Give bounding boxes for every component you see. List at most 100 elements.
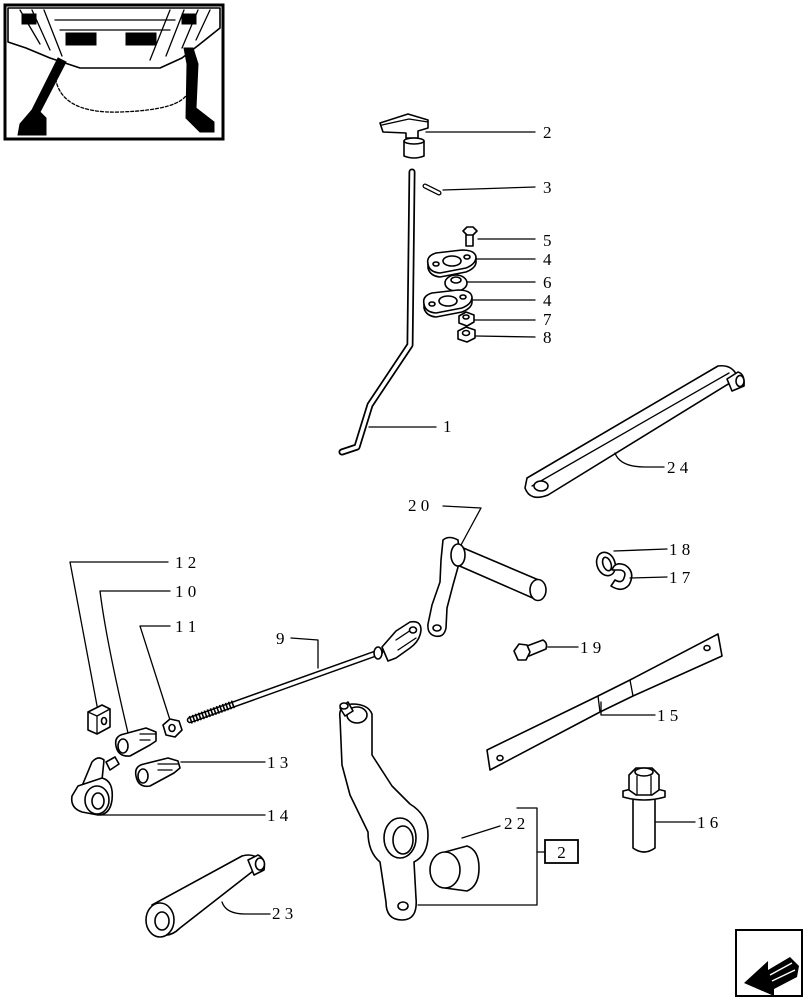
reference-box bbox=[544, 839, 579, 864]
handle-grip-edge bbox=[381, 118, 429, 126]
leader-24 bbox=[614, 452, 665, 468]
callout-1: 1 bbox=[443, 417, 452, 436]
part-bolt-19 bbox=[513, 639, 548, 661]
main-lever-bottom-hole bbox=[397, 901, 409, 911]
leader-10 bbox=[99, 590, 171, 734]
thumbnail-pedal-right bbox=[183, 47, 215, 133]
callout-7: 7 bbox=[543, 310, 552, 329]
callout-14: 1 4 bbox=[267, 806, 289, 825]
main-lever-bore bbox=[392, 825, 414, 855]
part-washer-small bbox=[444, 274, 468, 292]
nut-11-hole bbox=[168, 723, 176, 733]
arm-pin-end bbox=[254, 857, 266, 871]
part-clip-17 bbox=[610, 563, 633, 591]
callout-13: 1 3 bbox=[267, 753, 288, 772]
leader-9 bbox=[290, 637, 319, 669]
stud-shank bbox=[632, 797, 656, 853]
part-bushing bbox=[429, 845, 480, 892]
flange-lower-hole-left bbox=[428, 301, 436, 307]
callout-5: 5 bbox=[543, 231, 552, 250]
clip-17-body bbox=[610, 563, 633, 591]
part-pin bbox=[422, 183, 442, 196]
next-page-arrow-icon[interactable] bbox=[735, 929, 803, 997]
leader-23 bbox=[221, 901, 271, 915]
clevis-13-slot bbox=[157, 763, 179, 771]
part-rod bbox=[338, 168, 416, 456]
clevis-13-end bbox=[137, 768, 149, 784]
leader-11 bbox=[139, 625, 171, 721]
callout-19: 1 9 bbox=[580, 638, 601, 657]
bent-bar-hole-left bbox=[496, 754, 504, 762]
callout-22: 2 2 bbox=[504, 814, 525, 833]
part-nut-7 bbox=[458, 311, 475, 327]
bushing-face bbox=[429, 851, 461, 889]
part-clevis-10 bbox=[114, 727, 157, 757]
thumbnail-pedal-left bbox=[17, 57, 67, 136]
part-stud bbox=[622, 767, 666, 853]
group-bracket bbox=[417, 807, 538, 906]
flange-upper-hole-right bbox=[463, 254, 471, 260]
bent-bar-body bbox=[486, 633, 723, 771]
callout-24: 2 4 bbox=[667, 458, 689, 477]
callout-10: 1 0 bbox=[175, 582, 196, 601]
tie-rod-thread bbox=[188, 700, 236, 724]
handle-collar bbox=[403, 140, 425, 159]
small-lever-bolt bbox=[105, 756, 120, 771]
nav-arrow-highlight[interactable] bbox=[769, 962, 796, 982]
tie-rod-clevis-hole bbox=[408, 626, 418, 634]
thumbnail-pedal-plate-right bbox=[125, 32, 157, 46]
callout-17: 1 7 bbox=[669, 568, 691, 587]
callout-2: 2 bbox=[543, 123, 552, 142]
pin-body bbox=[423, 184, 441, 195]
bent-bar-hole-right bbox=[703, 644, 711, 652]
part-bolt-small bbox=[462, 226, 478, 247]
thumbnail-block-left bbox=[21, 13, 37, 25]
part-bent-bar bbox=[486, 633, 723, 771]
part-flange-lower bbox=[422, 289, 473, 318]
link-bar-pin-end bbox=[735, 374, 745, 388]
lever-shaft-collar bbox=[450, 543, 466, 567]
part-nut-11 bbox=[162, 718, 183, 738]
callout-12: 1 2 bbox=[175, 553, 196, 572]
part-handle bbox=[379, 113, 429, 159]
leader-3 bbox=[442, 186, 536, 191]
part-clevis-13 bbox=[134, 757, 181, 788]
rod-outline bbox=[338, 168, 416, 456]
leader-17 bbox=[629, 576, 668, 579]
lever-shaft-end bbox=[529, 578, 547, 602]
small-lever-bore bbox=[91, 792, 105, 810]
leader-8 bbox=[475, 335, 536, 338]
clevis-10-slot bbox=[139, 733, 157, 741]
nut-8-hole bbox=[461, 329, 471, 337]
callout-16: 1 6 bbox=[697, 813, 718, 832]
callout-20: 2 0 bbox=[408, 496, 429, 515]
leader-15 bbox=[600, 701, 656, 716]
thumbnail-hatching bbox=[19, 9, 211, 61]
leader-12 bbox=[69, 561, 169, 712]
bolt-19-head bbox=[513, 643, 531, 661]
stud-hex-edges bbox=[636, 775, 652, 796]
flange-lower-hub bbox=[438, 295, 458, 307]
callout-15: 1 5 bbox=[657, 706, 678, 725]
washer-18-hole bbox=[601, 556, 613, 572]
handle-collar-top bbox=[403, 137, 425, 145]
part-lever-shaft bbox=[427, 536, 547, 638]
callout-4-upper: 4 bbox=[543, 250, 552, 269]
part-block bbox=[87, 704, 111, 735]
lever-plate-hole bbox=[432, 624, 442, 632]
leader-18 bbox=[613, 548, 668, 552]
part-washer-18 bbox=[595, 551, 617, 577]
clevis-10-end bbox=[117, 738, 129, 754]
bolt-head bbox=[462, 226, 478, 236]
lever-shaft bbox=[454, 546, 542, 600]
washer-small-hole bbox=[450, 276, 462, 284]
tie-rod-body bbox=[188, 650, 382, 722]
thumbnail-outline-curve bbox=[54, 73, 189, 113]
rod-body bbox=[340, 170, 414, 454]
callout-3: 3 bbox=[543, 178, 552, 197]
part-tie-rod bbox=[186, 620, 422, 724]
part-main-lever bbox=[338, 701, 429, 921]
part-nut-8 bbox=[457, 326, 476, 343]
arm-bore bbox=[154, 911, 170, 931]
